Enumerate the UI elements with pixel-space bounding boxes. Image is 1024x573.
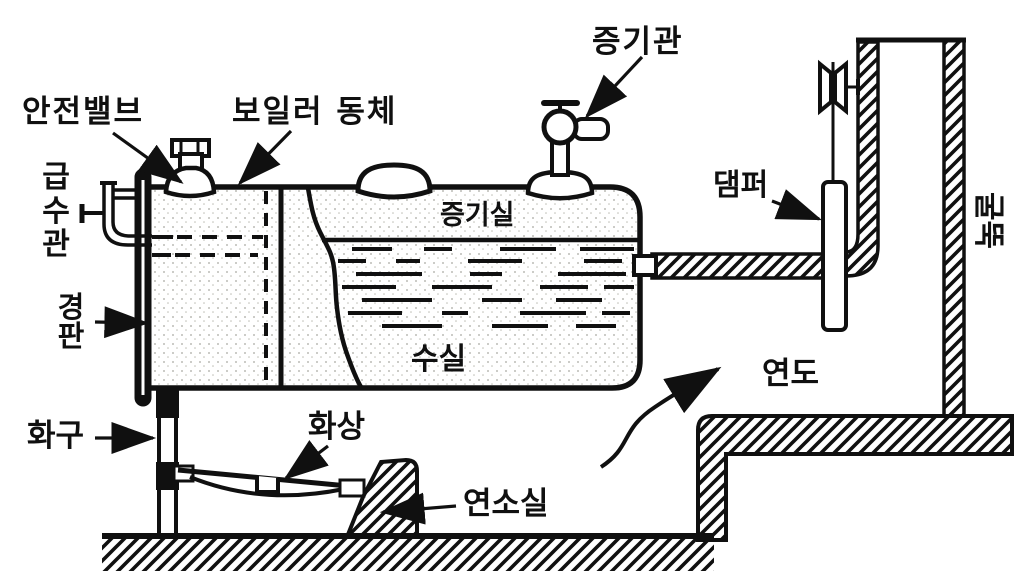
label-damper: 댐퍼 [713, 168, 768, 203]
steam-valve-base [525, 169, 595, 201]
arrow-flue-gas-path [599, 366, 722, 469]
grate-pocket [255, 476, 280, 494]
damper-plate [821, 180, 848, 332]
fire-bridge [344, 457, 419, 539]
fire-door-upper-block [156, 390, 179, 418]
label-boiler-shell: 보일러 동체 [232, 94, 397, 130]
arrow-grate [283, 440, 329, 480]
pulley-icon [818, 59, 860, 116]
arrow-safety-valve [112, 131, 184, 184]
steam-stop-valve [525, 100, 610, 201]
steam-valve-riser [550, 139, 570, 177]
label-fire-door: 화구 [27, 418, 84, 454]
furnace-front-wall [156, 390, 179, 536]
flue-duct [650, 252, 826, 280]
damper-assembly [818, 59, 860, 332]
grate-sag-curve [189, 475, 345, 498]
feed-water-piping [79, 181, 152, 247]
ground-slab [102, 533, 714, 571]
label-feed-water-pipe: 급 수 관 [42, 160, 70, 262]
chimney-left-wall [844, 40, 880, 278]
label-feed-char-2: 수 [42, 194, 70, 229]
label-endplate-char-2: 판 [58, 319, 85, 353]
manhole-dome [355, 162, 433, 200]
label-steam-pipe: 증기관 [592, 24, 684, 60]
chimney [844, 37, 966, 418]
safety-valve-dome [163, 165, 217, 199]
water-ripples [338, 247, 634, 328]
boiler-drum [134, 168, 658, 407]
arrow-end-plate [94, 306, 150, 339]
label-combustion-chamber: 연소실 [463, 486, 549, 522]
internal-feed-pipe [152, 235, 263, 257]
section-break-wavy-line [305, 187, 363, 389]
label-safety-valve: 안전밸브 [22, 94, 144, 130]
smoke-outlet-tab [632, 254, 658, 277]
leader-arrows [94, 55, 822, 525]
label-flue: 연도 [762, 356, 819, 392]
arrow-boiler-shell [237, 129, 293, 186]
arrow-damper [771, 189, 822, 221]
label-steam-room: 증기실 [440, 200, 515, 231]
label-chimney: 굴뚝 [970, 192, 1006, 249]
label-endplate-char-1: 경 [58, 290, 85, 324]
label-feed-char-1: 급 [42, 160, 70, 195]
raised-floor-and-step [696, 414, 1014, 542]
steam-valve-body [541, 108, 579, 146]
label-water-room: 수실 [411, 342, 466, 377]
steam-valve-outlet [572, 117, 610, 141]
grate-assembly [172, 464, 366, 498]
arrow-steam-pipe [584, 55, 644, 119]
label-feed-char-3: 관 [42, 227, 70, 262]
safety-valve [163, 138, 217, 199]
label-end-plate: 경 판 [58, 290, 85, 353]
grate-right-seat [338, 478, 366, 498]
chimney-right-wall [942, 38, 966, 418]
arrow-combustion-chamber [379, 492, 457, 525]
label-grate: 화상 [308, 409, 365, 445]
